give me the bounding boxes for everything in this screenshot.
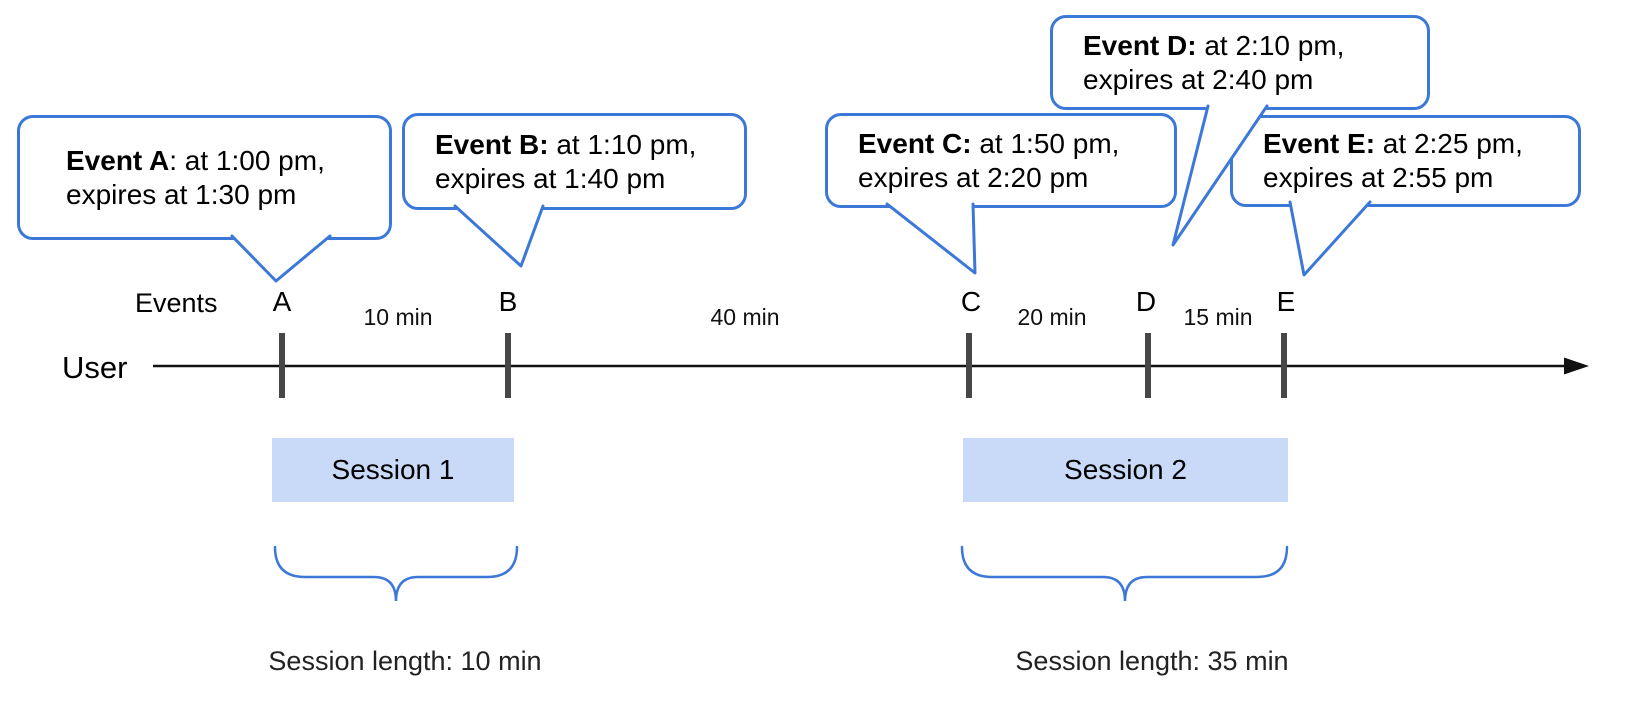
session-1-brace bbox=[273, 545, 519, 602]
interval-a-b-label: 10 min bbox=[363, 304, 433, 330]
event-c-callout-text: Event C: at 1:50 pm, expires at 2:20 pm bbox=[858, 127, 1119, 195]
event-a-callout-title: Event A bbox=[66, 144, 170, 176]
timeline-arrowhead-icon bbox=[1564, 357, 1589, 375]
session-1-label: Session 1 bbox=[331, 454, 455, 485]
event-b-callout: Event B: at 1:10 pm, expires at 1:40 pm bbox=[402, 113, 747, 210]
session-1-box: Session 1 bbox=[272, 438, 514, 502]
event-a-callout-text: Event A: at 1:00 pm, expires at 1:30 pm bbox=[66, 144, 325, 212]
event-c-callout: Event C: at 1:50 pm, expires at 2:20 pm bbox=[825, 113, 1177, 208]
event-c-callout-title: Event C: bbox=[858, 127, 972, 159]
event-e-callout: Event E: at 2:25 pm, expires at 2:55 pm bbox=[1230, 115, 1581, 207]
event-d-callout: Event D: at 2:10 pm, expires at 2:40 pm bbox=[1050, 15, 1430, 110]
event-e-label: E bbox=[1276, 286, 1296, 317]
event-b-callout-expiry: expires at 1:40 pm bbox=[435, 162, 666, 194]
event-e-callout-expiry: expires at 2:55 pm bbox=[1263, 162, 1494, 193]
event-b-label: B bbox=[498, 286, 518, 317]
interval-d-e-label: 15 min bbox=[1183, 304, 1253, 330]
session-2-length-label: Session length: 35 min bbox=[1015, 646, 1289, 676]
event-d-callout-time: at 2:10 pm, bbox=[1196, 29, 1345, 61]
session-2-label: Session 2 bbox=[1064, 454, 1187, 485]
event-e-tick bbox=[1281, 333, 1287, 398]
event-b-callout-text: Event B: at 1:10 pm, expires at 1:40 pm bbox=[435, 128, 696, 196]
event-c-callout-expiry: expires at 2:20 pm bbox=[858, 161, 1089, 193]
event-a-label: A bbox=[272, 286, 292, 317]
event-d-callout-text: Event D: at 2:10 pm, expires at 2:40 pm bbox=[1083, 29, 1344, 97]
event-b-tick bbox=[505, 333, 511, 398]
event-c-callout-tail bbox=[885, 202, 977, 275]
event-a-callout-time: : at 1:00 pm, bbox=[169, 144, 325, 176]
session-2-box: Session 2 bbox=[963, 438, 1288, 502]
events-row-label: Events bbox=[135, 288, 218, 318]
event-a-callout: Event A: at 1:00 pm, expires at 1:30 pm bbox=[17, 115, 392, 240]
event-a-callout-expiry: expires at 1:30 pm bbox=[66, 178, 297, 210]
event-b-callout-time: at 1:10 pm, bbox=[548, 128, 697, 160]
event-b-callout-title: Event B: bbox=[435, 128, 549, 160]
event-d-callout-title: Event D: bbox=[1083, 29, 1197, 61]
event-d-tick bbox=[1145, 333, 1151, 398]
interval-b-c-label: 40 min bbox=[710, 304, 780, 330]
session-1-length-label: Session length: 10 min bbox=[268, 646, 542, 676]
session-2-brace bbox=[960, 545, 1289, 602]
event-c-label: C bbox=[960, 286, 982, 317]
event-a-tick bbox=[279, 333, 285, 398]
event-e-callout-title: Event E: bbox=[1263, 128, 1376, 159]
event-b-callout-tail bbox=[453, 204, 545, 268]
event-e-callout-tail bbox=[1288, 200, 1372, 277]
event-c-tick bbox=[966, 333, 972, 398]
interval-c-d-label: 20 min bbox=[1017, 304, 1087, 330]
event-d-callout-expiry: expires at 2:40 pm bbox=[1083, 63, 1314, 95]
event-c-callout-time: at 1:50 pm, bbox=[971, 127, 1120, 159]
event-e-callout-text: Event E: at 2:25 pm, expires at 2:55 pm bbox=[1263, 127, 1523, 195]
event-a-callout-tail bbox=[230, 234, 332, 283]
event-d-label: D bbox=[1135, 286, 1157, 317]
event-e-callout-time: at 2:25 pm, bbox=[1375, 128, 1523, 159]
user-row-label: User bbox=[62, 350, 128, 385]
